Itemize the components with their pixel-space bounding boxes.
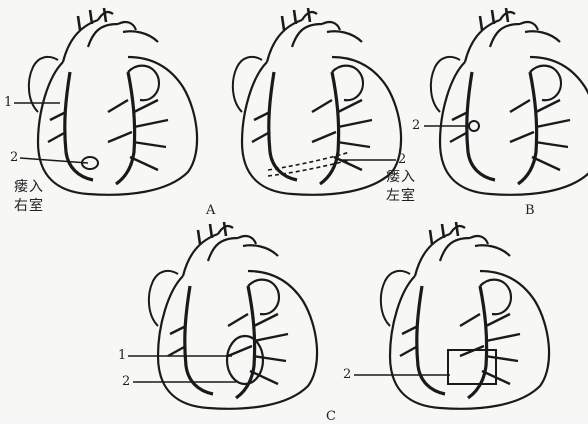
fistula-box [448, 350, 496, 384]
heart-panel-c-right [381, 222, 549, 409]
label-1-panel-a-left: 1 [4, 96, 12, 109]
label-2-panel-c-left: 2 [122, 375, 130, 388]
label-2-panel-c-right: 2 [343, 368, 351, 381]
leader-line [20, 158, 88, 163]
caption-b: B [525, 204, 535, 217]
note-panel-a-left-line2: 右室 [14, 199, 44, 213]
label-1-panel-c-left: 1 [118, 349, 126, 362]
label-2-panel-a-left: 2 [10, 151, 18, 164]
fistula-marker [469, 121, 479, 131]
label-2-panel-b: 2 [412, 119, 420, 132]
heart-panel-a-left [29, 8, 197, 195]
note-panel-a-right-line1: 瘘入 [386, 170, 416, 184]
heart-panel-b [431, 8, 588, 195]
label-2-panel-a-right: 2 [398, 153, 406, 166]
caption-c: C [326, 410, 336, 423]
aneurysm-marker [227, 336, 263, 384]
heart-panel-c-left [149, 222, 317, 409]
caption-a: A [206, 204, 215, 217]
note-panel-a-left-line1: 瘘入 [14, 180, 44, 194]
heart-panel-a-right [233, 8, 401, 195]
note-panel-a-right-line2: 左室 [386, 189, 416, 203]
